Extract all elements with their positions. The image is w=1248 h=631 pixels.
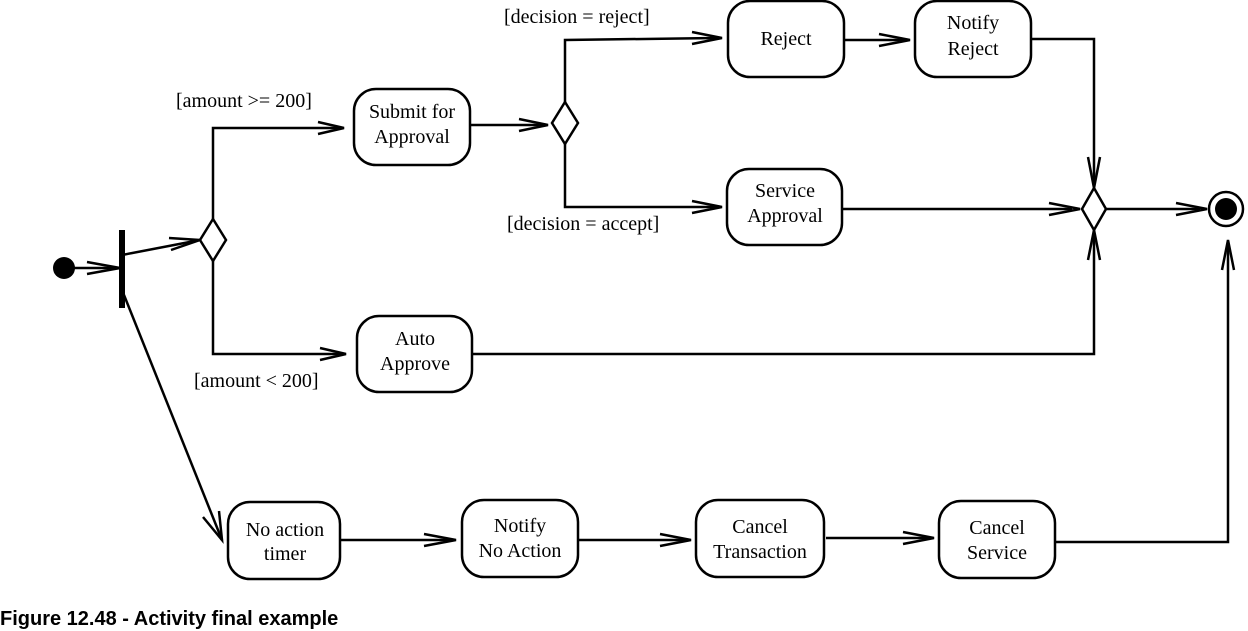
svg-text:Approval: Approval <box>374 126 450 148</box>
decision-node-amount <box>198 216 228 264</box>
arrowhead <box>659 532 692 548</box>
arrowhead <box>518 117 549 133</box>
svg-text:No action: No action <box>246 519 324 541</box>
arrowhead <box>1175 201 1208 217</box>
arrowhead <box>691 30 723 46</box>
flow-notify-reject-to-merge <box>1031 37 1096 182</box>
merge-node <box>1080 185 1108 233</box>
initial-node <box>53 257 75 279</box>
flow-cancel-service-to-final <box>1055 245 1230 544</box>
action-cancel-transaction: Cancel Transaction <box>694 498 826 579</box>
arrowhead <box>878 32 911 48</box>
svg-text:Notify: Notify <box>494 515 546 537</box>
action-service-approval: Service Approval <box>725 167 844 247</box>
figure-caption: Figure 12.48 - Activity final example <box>0 608 339 630</box>
guard-amount-ge-200: [amount >= 200] <box>176 90 312 112</box>
svg-text:Transaction: Transaction <box>713 541 807 563</box>
decision-node-approval <box>550 99 580 147</box>
arrowhead <box>1220 239 1236 271</box>
flow-to-submit-for-approval <box>211 126 340 220</box>
arrowhead <box>902 530 935 546</box>
action-submit-for-approval: Submit for Approval <box>352 87 472 167</box>
fork-bar <box>119 230 125 308</box>
svg-text:No Action: No Action <box>479 540 562 562</box>
flow-to-auto-approve <box>211 260 342 356</box>
guard-decision-accept: [decision = accept] <box>507 213 659 235</box>
svg-text:Submit for: Submit for <box>369 101 455 123</box>
arrowhead <box>319 346 347 362</box>
svg-text:Cancel: Cancel <box>969 517 1025 539</box>
action-reject: Reject <box>726 0 846 79</box>
arrowhead <box>1048 201 1081 217</box>
svg-text:Service: Service <box>755 180 815 202</box>
svg-text:Auto: Auto <box>395 328 435 350</box>
guard-decision-reject: [decision = reject] <box>504 6 650 28</box>
svg-text:Cancel: Cancel <box>732 516 788 538</box>
svg-text:Approve: Approve <box>380 353 450 375</box>
svg-text:Notify: Notify <box>947 12 999 34</box>
arrowhead <box>691 199 723 215</box>
svg-text:timer: timer <box>264 543 307 565</box>
flow-to-service-approval <box>563 144 716 209</box>
guard-amount-lt-200: [amount < 200] <box>194 370 319 392</box>
action-cancel-service: Cancel Service <box>937 499 1057 580</box>
action-notify-no-action: Notify No Action <box>460 498 580 579</box>
arrowhead <box>317 120 345 136</box>
svg-text:Reject: Reject <box>760 28 812 50</box>
arrowhead <box>423 532 457 548</box>
action-no-action-timer: No action timer <box>226 500 342 581</box>
control-flows <box>64 36 1230 544</box>
action-notify-reject: Notify Reject <box>913 0 1033 79</box>
flow-auto-approve-to-merge <box>472 235 1096 356</box>
flow-to-reject <box>563 36 717 102</box>
svg-text:Reject: Reject <box>947 38 999 60</box>
action-auto-approve: Auto Approve <box>355 314 474 394</box>
arrowhead <box>202 510 224 544</box>
flow-fork-to-decision <box>121 238 201 257</box>
activity-final-node <box>1207 190 1245 228</box>
svg-text:Service: Service <box>967 542 1027 564</box>
flow-fork-to-no-action-timer <box>120 289 224 541</box>
svg-text:Approval: Approval <box>747 205 823 227</box>
